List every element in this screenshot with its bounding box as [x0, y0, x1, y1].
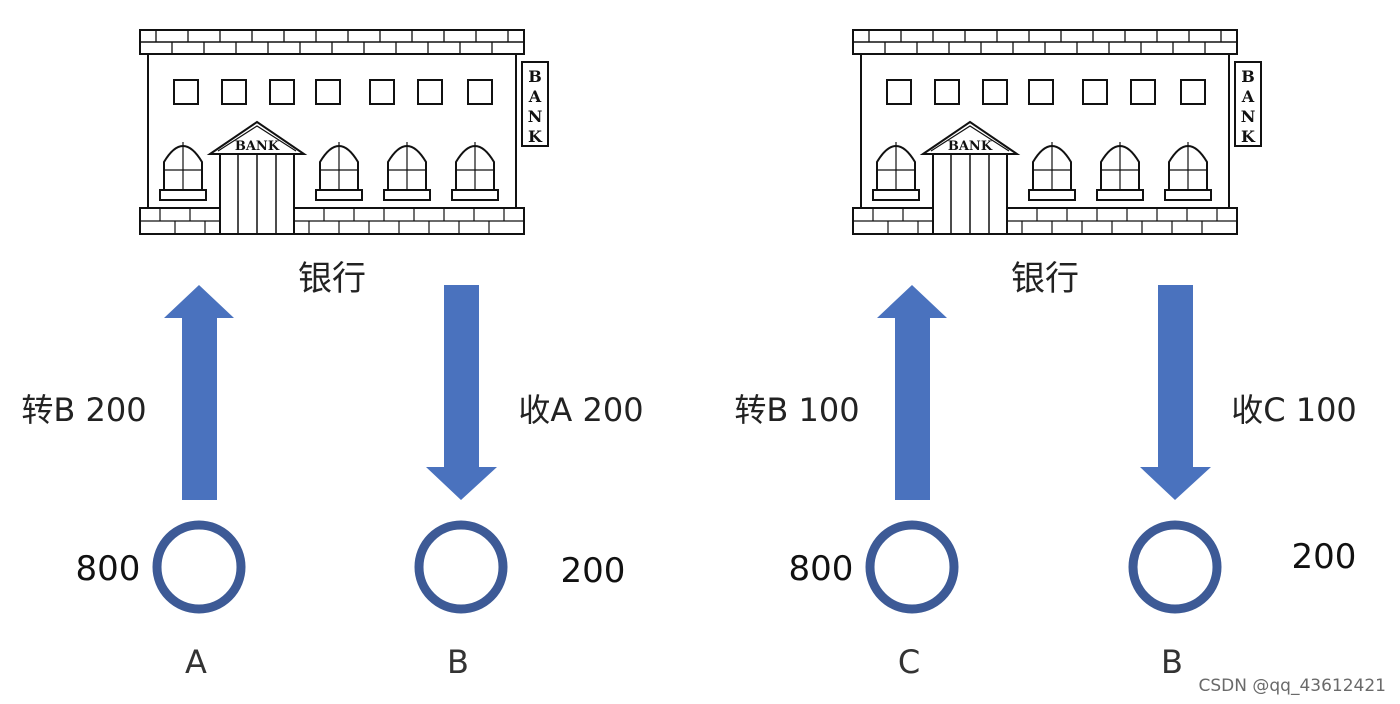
send-arrow-up — [877, 285, 947, 500]
receiver-balance: 200 — [1292, 537, 1357, 577]
receive-label: 收A 200 — [518, 391, 643, 429]
bank-label: 银行 — [298, 259, 366, 299]
node-sender — [865, 520, 959, 614]
bank-sign-letter: N — [1241, 107, 1256, 126]
receiver-name: B — [447, 643, 469, 681]
bank-building-icon: BANK B A N K — [139, 29, 549, 235]
bank-sign-letter: N — [528, 107, 543, 126]
send-label: 转B 100 — [734, 391, 859, 429]
sender-balance: 800 — [76, 549, 141, 589]
bank-sign-letter: B — [1241, 67, 1255, 86]
sender-balance: 800 — [789, 549, 854, 589]
sender-name: C — [898, 643, 920, 681]
receive-label: 收C 100 — [1231, 391, 1357, 429]
bank-building-icon: BANK B A N K — [852, 29, 1262, 235]
right-panel: BANK B A N K 银行 转B 100 收C 100 800 C 200 … — [734, 29, 1357, 681]
receive-arrow-down — [426, 285, 497, 500]
bank-pediment-text: BANK — [235, 139, 280, 154]
bank-sign-letter: K — [1241, 127, 1256, 146]
sender-name: A — [185, 643, 207, 681]
left-panel: BANK B A N K 银行 转B 200 收A 200 800 A 200 … — [21, 29, 644, 681]
send-arrow-up — [164, 285, 234, 500]
node-receiver — [1128, 520, 1222, 614]
bank-sign-letter: K — [528, 127, 543, 146]
node-receiver — [414, 520, 508, 614]
bank-sign-letter: A — [528, 87, 542, 106]
receiver-name: B — [1161, 643, 1183, 681]
bank-pediment-text: BANK — [948, 139, 993, 154]
bank-sign-letter: B — [528, 67, 542, 86]
bank-label: 银行 — [1011, 259, 1079, 299]
bank-sign-letter: A — [1241, 87, 1255, 106]
watermark: CSDN @qq_43612421 — [1198, 676, 1386, 696]
receiver-balance: 200 — [561, 551, 626, 591]
receive-arrow-down — [1140, 285, 1211, 500]
node-sender — [152, 520, 246, 614]
send-label: 转B 200 — [21, 391, 146, 429]
